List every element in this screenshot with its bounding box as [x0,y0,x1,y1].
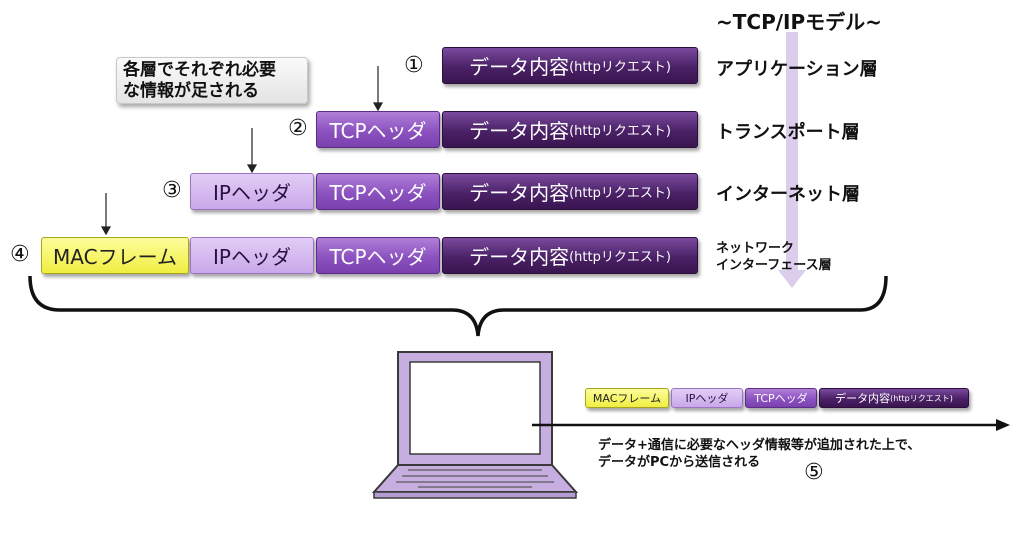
data-suffix: (httpリクエスト) [569,186,671,201]
tcp-label: TCPヘッダ [329,119,427,143]
layer-application: アプリケーション層 [716,59,878,80]
data-suffix: (httpリクエスト) [569,60,671,75]
callout-line-2: な情報が足される [123,81,259,101]
tcp-header-block-small: TCPヘッダ [745,388,817,408]
send-caption-line-1: データ+通信に必要なヘッダ情報等が追加された上で、 [598,438,921,453]
send-caption: データ+通信に必要なヘッダ情報等が追加された上で、 データがPCから送信される [598,437,920,471]
data-label: データ内容 [469,245,570,269]
ip-label: IPヘッダ [685,392,729,405]
data-label: データ内容 [835,392,891,405]
data-label: データ内容 [469,55,570,79]
step-number-3: ③ [162,178,182,203]
ip-label: IPヘッダ [213,181,291,205]
data-suffix: (httpリクエスト) [569,250,671,265]
data-block-row1: データ内容(httpリクエスト) [442,47,698,84]
layer-network-line-1: ネットワーク [716,241,795,256]
step-number-5: ⑤ [804,460,824,485]
ip-header-block-row3: IPヘッダ [190,173,314,210]
mac-label: MACフレーム [592,392,662,405]
tcp-label: TCPヘッダ [329,245,427,269]
ip-label: IPヘッダ [213,245,291,269]
layer-network-interface: ネットワーク インターフェース層 [716,240,832,274]
data-label: データ内容 [469,119,570,143]
tcp-label: TCPヘッダ [329,181,427,205]
data-suffix: (httpリクエスト) [890,393,953,403]
step-number-4: ④ [10,242,30,267]
ip-header-block-row4: IPヘッダ [190,237,314,274]
layer-transport: トランスポート層 [716,122,860,143]
layer-network-line-2: インターフェース層 [716,258,832,273]
layer-internet: インターネット層 [716,184,860,205]
tcp-label: TCPヘッダ [754,392,808,405]
tcp-header-block-row3: TCPヘッダ [316,173,440,210]
ip-header-block-small: IPヘッダ [671,388,743,408]
diagram-title: ~TCP/IPモデル~ [716,10,882,34]
tcp-header-block-row4: TCPヘッダ [316,237,440,274]
mac-label: MACフレーム [53,245,177,269]
mac-frame-block-small: MACフレーム [585,388,669,408]
mac-frame-block-row4: MACフレーム [41,237,189,274]
send-caption-line-2: データがPCから送信される [598,455,761,470]
data-suffix: (httpリクエスト) [569,124,671,139]
tcp-header-block-row2: TCPヘッダ [316,111,440,148]
step-number-2: ② [288,116,308,141]
data-block-row4: データ内容(httpリクエスト) [442,237,698,274]
data-block-row3: データ内容(httpリクエスト) [442,173,698,210]
callout-line-1: 各層でそれぞれ必要 [123,60,276,80]
step-number-1: ① [404,53,424,78]
data-label: データ内容 [469,181,570,205]
callout-box: 各層でそれぞれ必要 な情報が足される [116,57,308,104]
data-block-row2: データ内容(httpリクエスト) [442,111,698,148]
data-block-small: データ内容(httpリクエスト) [819,388,969,408]
